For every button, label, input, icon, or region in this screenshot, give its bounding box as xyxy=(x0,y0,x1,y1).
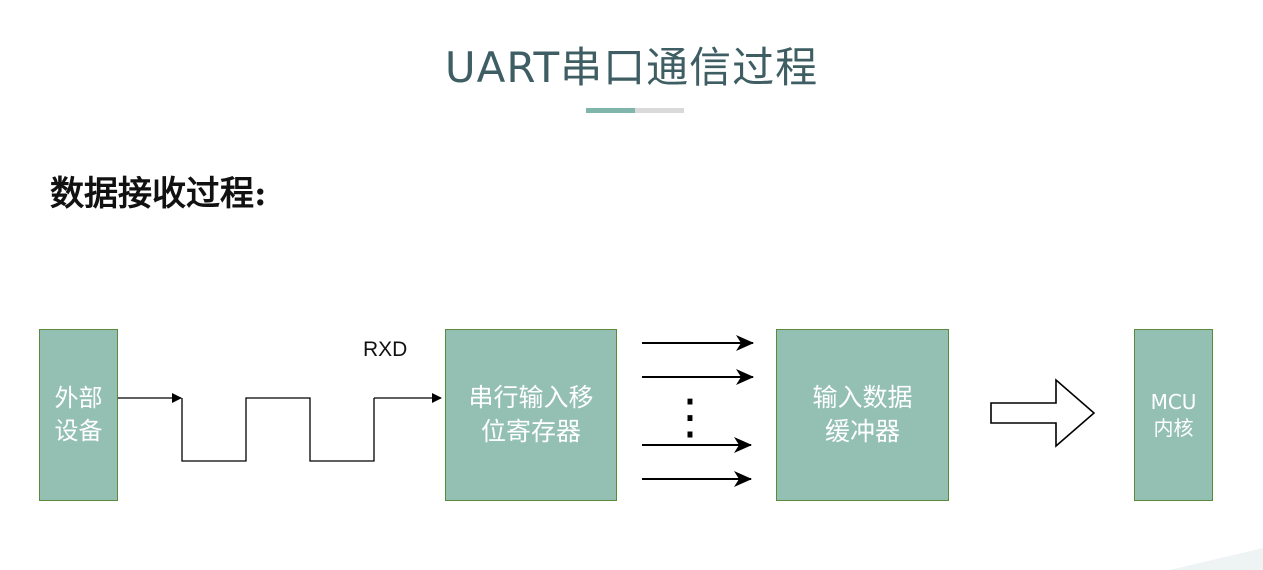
parallel-ellipsis: ⋮ xyxy=(666,389,714,445)
input-buffer-box: 输入数据缓冲器 xyxy=(776,329,949,501)
mcu-core-box: MCU内核 xyxy=(1134,329,1213,501)
mcu-core-label: MCU内核 xyxy=(1150,390,1197,440)
input-buffer-label: 输入数据缓冲器 xyxy=(812,383,913,446)
rxd-label: RXD xyxy=(363,338,408,361)
external-device-box: 外部设备 xyxy=(39,329,118,501)
section-heading: 数据接收过程: xyxy=(50,174,267,214)
serial-waveform xyxy=(181,397,375,462)
shift-register-label: 串行输入移位寄存器 xyxy=(468,383,594,446)
block-arrow-to-mcu xyxy=(990,378,1096,448)
title-underline-track xyxy=(635,108,684,113)
page-title: UART串口通信过程 xyxy=(444,43,819,92)
external-device-label: 外部设备 xyxy=(54,384,103,445)
shift-register-box: 串行输入移位寄存器 xyxy=(445,329,617,501)
title-underline-accent xyxy=(586,108,635,113)
corner-decoration xyxy=(1170,548,1263,570)
